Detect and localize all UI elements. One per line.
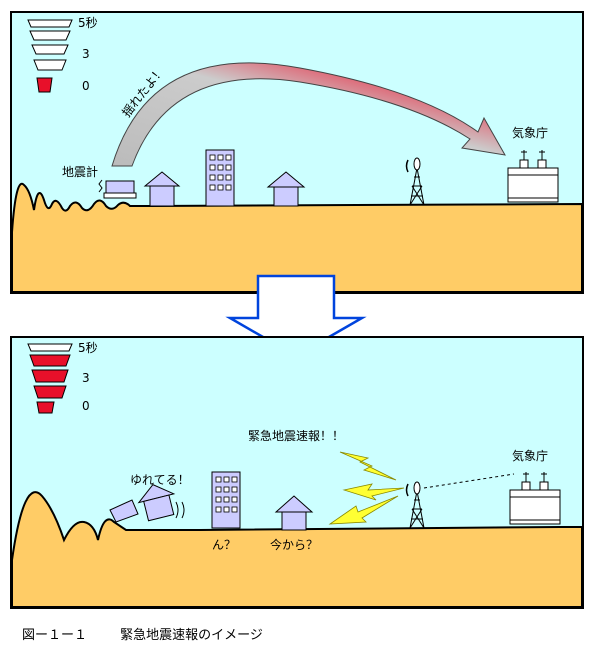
- panel1-signal-arc-arrow: [111, 62, 506, 167]
- house-icon: [143, 171, 181, 207]
- panel2-shaking-label: ゆれてる！: [130, 473, 190, 487]
- panel2-agency-label: 気象庁: [512, 448, 548, 463]
- panel1-timer-0-label: 0: [82, 79, 90, 93]
- office-building-icon: [205, 149, 235, 207]
- panel1-timer-3-label: 3: [82, 47, 90, 61]
- house-icon: [266, 171, 306, 207]
- antenna-tower-icon: [405, 481, 425, 529]
- weather-agency-building-icon: [507, 150, 559, 203]
- weather-agency-building-icon: [509, 472, 561, 525]
- panel1-countdown-timer: 5秒 3 0: [27, 16, 98, 93]
- panel1-seismometer-label: 地震計: [62, 164, 98, 179]
- lightning-bolt-icon: [328, 451, 405, 525]
- panel-before: 5秒 3 0 揺れたよ！ 地震計: [10, 11, 584, 294]
- figure-title: 緊急地震速報のイメージ: [120, 628, 263, 643]
- panel2-eew-alert-label: 緊急地震速報！！: [248, 428, 344, 443]
- seismometer-icon: [98, 179, 137, 199]
- house-icon: [274, 495, 314, 531]
- shaking-house-icon: [137, 484, 176, 522]
- office-building-icon: [211, 471, 241, 529]
- panel1-timer-5s-label: 5秒: [78, 16, 98, 30]
- panel2-timer-0-label: 0: [82, 399, 90, 413]
- panel2-timer-3-label: 3: [82, 371, 90, 385]
- shaking-seismometer-icon: [109, 499, 139, 523]
- shake-lines-icon: [175, 501, 185, 519]
- panel2-person1-label: ん？: [212, 538, 236, 552]
- panel-after: 5秒 3 0 ゆれてる！ ん？: [10, 336, 584, 609]
- figure-number: 図ー１ー１: [22, 628, 88, 643]
- panel1-ground: [11, 182, 583, 293]
- panel2-countdown-timer: 5秒 3 0: [27, 341, 98, 414]
- panel1-agency-label: 気象庁: [512, 125, 548, 140]
- panel2-timer-5s-label: 5秒: [78, 341, 98, 355]
- antenna-tower-icon: [405, 157, 425, 206]
- panel2-person2-label: 今から？: [270, 537, 318, 552]
- panel2-ground: [11, 491, 583, 608]
- figure-caption: 図ー１ー１ 緊急地震速報のイメージ: [22, 624, 263, 643]
